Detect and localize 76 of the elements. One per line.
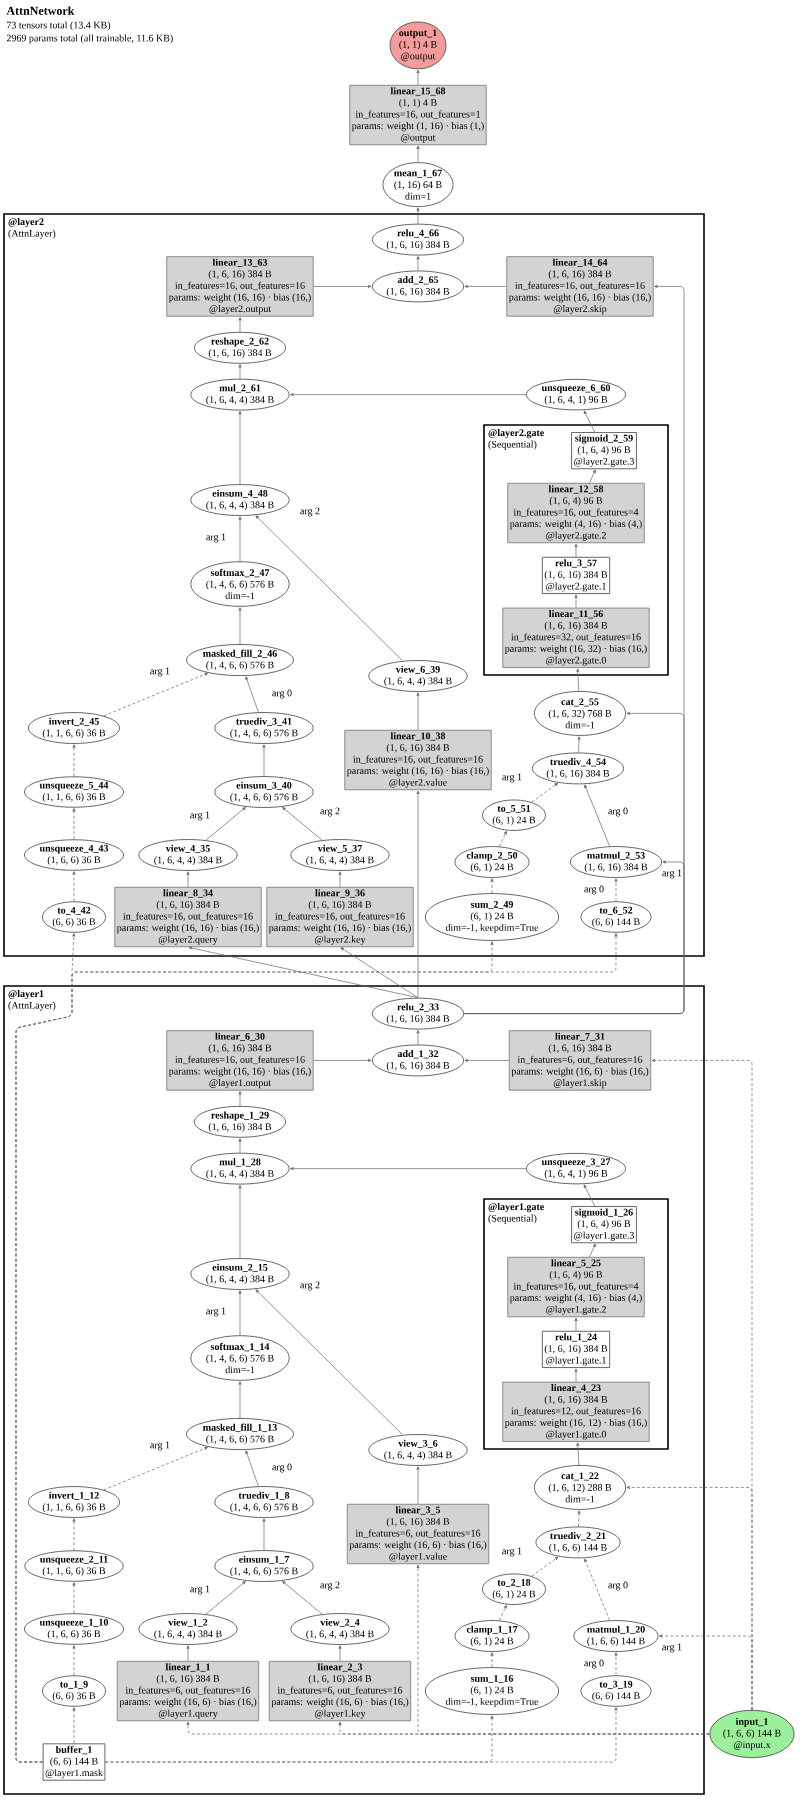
arrow [416,692,420,731]
arrow [576,1442,580,1466]
arrow [584,1558,610,1621]
arrow [577,736,581,753]
arrow [589,1243,596,1258]
arrow [614,878,618,902]
arrow [72,1582,76,1614]
arrow [589,469,596,484]
arrow [416,256,420,271]
arrow [416,1564,710,1735]
arrow [103,1446,208,1491]
arrow [574,543,578,558]
arrow [245,676,259,713]
arrow [238,364,242,380]
arrow [490,878,494,894]
arrow [584,784,610,847]
arrow [490,1652,494,1668]
arrow [188,946,419,999]
arrow [626,1485,753,1711]
arrow [574,1317,578,1332]
arrow [583,410,596,433]
arrow [338,871,342,888]
arrow [290,1167,527,1171]
arrow [416,790,420,999]
arrow [262,1518,266,1551]
arrow [103,672,208,717]
arrow [238,317,242,333]
arrow [338,1645,342,1662]
arrow [205,807,246,841]
arrow [464,284,507,288]
arrow [282,807,323,841]
arrow [498,830,507,847]
arrow [463,711,685,1014]
arrow [262,744,266,777]
arrow [238,607,242,645]
arrow [531,782,558,803]
arrow [72,871,76,902]
arrow [577,1510,581,1527]
arrow [614,1652,618,1676]
arrow [576,668,580,692]
arrow [72,808,76,840]
arrow [72,1645,76,1676]
arrow [416,1030,420,1045]
arrow [238,411,242,485]
arrow [574,1368,578,1382]
arrow [72,1707,76,1744]
arrow [416,1466,420,1505]
arrow [290,393,527,397]
arrow [531,1556,559,1577]
arrow [245,1450,259,1487]
arrow [72,744,76,777]
arrow [583,1184,596,1207]
arrow [255,1289,404,1436]
arrow [186,1645,190,1662]
arrow [498,1604,507,1621]
arrow [416,207,420,225]
arrow [72,1518,76,1551]
arrow [313,1058,372,1062]
arrow [238,1091,242,1107]
arrow [238,1185,242,1259]
arrow [186,871,190,888]
arrow [238,1138,242,1154]
arrow [313,284,372,288]
arrow [340,947,419,999]
arrow [205,1581,246,1615]
arrow [238,516,242,562]
arrow [238,1381,242,1419]
arrow [416,69,420,86]
arrow [464,1058,510,1062]
arrow [574,594,578,608]
arrow [104,1707,618,1763]
arrow [416,145,420,163]
arrow [238,1290,242,1336]
arrow [282,1581,323,1615]
arrow [255,515,404,662]
arrow [15,933,618,1763]
